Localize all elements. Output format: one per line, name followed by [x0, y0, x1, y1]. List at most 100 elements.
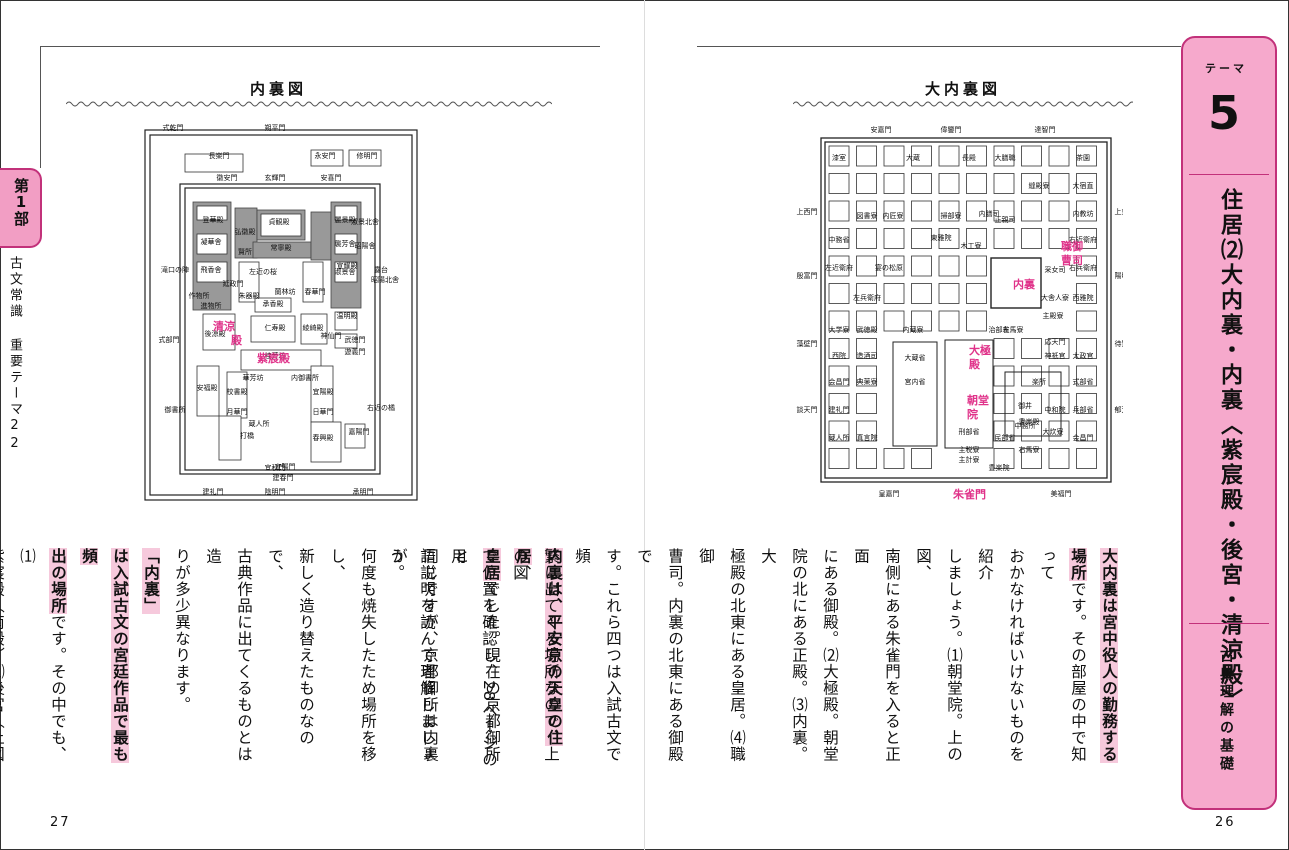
daidairi-block: [1048, 448, 1070, 469]
daidairi-map-label: 図書寮: [857, 211, 878, 220]
right-body-segment: 極殿の北東にある皇居。⑷職御: [697, 548, 746, 763]
right-body-line: 院の北にある正殿。⑶内裏。大: [752, 548, 814, 768]
dairi-map-label: 右近の橘: [367, 403, 395, 412]
label-shishinden: 紫宸殿: [257, 351, 291, 365]
daidairi-block: [856, 145, 877, 167]
daidairi-block: [828, 228, 850, 249]
dairi-map-label: 月華門: [227, 407, 248, 416]
daidairi-block: [911, 200, 932, 222]
dairi-map-label: 建春門: [273, 473, 294, 482]
daidairi-block: [1076, 420, 1097, 442]
right-body-line: 曹司。内裏の北東にある御殿で: [628, 548, 690, 768]
dairi-map-label: 後涼殿: [205, 329, 226, 338]
daidairi-map-label: 藻壁門: [797, 339, 818, 348]
daidairi-block: [883, 145, 905, 167]
dairi-map-label: 承香殿: [263, 299, 284, 308]
left-wavy-line: [66, 101, 552, 107]
dairi-map-label: 安福殿: [197, 383, 218, 392]
daidairi-block: [966, 310, 987, 332]
label-seiryouden: 清涼: [213, 319, 235, 333]
label-choudouin: 朝堂: [967, 393, 989, 407]
daidairi-block: [1076, 228, 1097, 249]
daidairi-map-label: 長殿: [962, 154, 976, 162]
daidairi-block: [993, 338, 1015, 359]
dairi-map-label: 賢所: [238, 247, 252, 256]
daidairi-map-label: 内教坊: [1073, 209, 1094, 218]
dairi-map-label: 昭陽北舎: [371, 275, 399, 284]
dairi-map-label: 修明門: [357, 151, 378, 160]
dairi-map-label: 蘭林坊: [275, 287, 296, 296]
daidairi-map-label: 豊楽院: [989, 463, 1010, 472]
dairi-map-label: 春華門: [305, 287, 326, 296]
daidairi-map-label: 達智門: [1035, 125, 1056, 134]
dairi-map-label: 春興殿: [313, 433, 334, 442]
dairi-map-label: 延政門: [223, 279, 244, 288]
daidairi-block: [856, 365, 877, 387]
right-body-line: で位置を確認し、28ページの用: [442, 548, 504, 768]
dairi-map-label: 進物所: [201, 301, 222, 310]
dairi-map-label: 常寧殿: [271, 243, 292, 252]
left-body-segment: りが多少異なります。: [173, 548, 191, 713]
daidairi-block: [883, 200, 905, 222]
part-tab-label: 第1部: [12, 178, 30, 226]
daidairi-block: [828, 255, 850, 277]
daidairi-map-label: 西雅院: [1073, 293, 1094, 302]
theme-subtitle: 古典理解の基礎: [1218, 648, 1234, 774]
dairi-map-label: 内御書所: [291, 373, 319, 382]
daidairi-map-label: 中和院: [1045, 405, 1066, 414]
right-body-line: す。これら四つは入試古文で頻: [566, 548, 628, 768]
daidairi-map-label: 大炊寮: [1043, 427, 1064, 436]
daidairi-block: [856, 420, 877, 442]
dairi-map-label: 朱器殿: [239, 291, 260, 300]
daidairi-block: [856, 283, 877, 304]
daidairi-block: [883, 228, 905, 249]
daidairi-map-label: 大舎人寮: [1041, 293, 1069, 302]
daidairi-block: [856, 448, 877, 469]
daidairi-map-label: 御井: [1018, 401, 1032, 410]
daidairi-block: [883, 310, 905, 332]
daidairi-map-label: 造酒司: [857, 351, 878, 360]
daidairi-map-label: 内匠寮: [883, 211, 904, 220]
daidairi-map-label: 西院: [832, 351, 846, 360]
left-body-segment: 、: [514, 564, 532, 582]
left-body-text: 内裏は、平安京の天皇の住居、皇居でした。現在の京都御所と同じですが、京都御所は内…: [0, 548, 569, 768]
daidairi-block: [1048, 173, 1070, 194]
daidairi-map-label: 縫殿寮: [1029, 181, 1050, 190]
daidairi-map-label: 左近衛府: [825, 263, 853, 272]
daidairi-block: [993, 200, 1015, 222]
daidairi-block: [1021, 448, 1042, 469]
daidairi-block: [1076, 200, 1097, 222]
right-body-segment: す。これら四つは入試古文で頻: [573, 548, 622, 763]
daidairi-block: [993, 448, 1015, 469]
dairi-map-label: 淑景北舎: [351, 217, 379, 226]
top-rule-right: [697, 46, 1181, 47]
left-body-line: 内裏は、平安京の天皇の住居、: [507, 548, 569, 768]
daidairi-map-label: 神祇官: [1045, 351, 1066, 360]
dairi-map-label: 登華殿: [203, 215, 224, 224]
dairi-map-label: 襲芳舎: [335, 239, 356, 248]
dairi-map-label: 蔵人所: [249, 419, 270, 428]
right-body-line: にある御殿。⑵大極殿。朝堂: [814, 548, 845, 768]
daidairi-map: 安嘉門偉鑒門達智門上西門上東門殷富門陽明門藻壁門待賢門談天門郁芳門皇嘉門美福門漆…: [797, 125, 1124, 501]
daidairi-block: [856, 255, 877, 277]
daidairi-block: [993, 173, 1015, 194]
dairi-map-label: 承明門: [353, 487, 374, 496]
daidairi-map-label: 刑部省: [959, 427, 980, 436]
daidairi-block: [938, 255, 960, 277]
dairi-map-label: 左近の桜: [249, 267, 277, 276]
daidairi-map-label: 中務省: [829, 235, 850, 244]
left-body-line: 皇居でした。現在の京都御所と: [445, 548, 507, 768]
right-body-segment: 繁に出てくる場所なので、上の図: [511, 548, 560, 763]
dairi-map-label: 嘉陽門: [349, 427, 370, 436]
daidairi-block: [883, 283, 905, 304]
daidairi-block: [938, 145, 960, 167]
daidairi-block: [828, 365, 850, 387]
daidairi-map-label: 郁芳門: [1115, 405, 1124, 414]
dairi-map-label: 桂芳坊: [265, 351, 286, 360]
daidairi-block: [1021, 393, 1042, 414]
left-body-segment: 出の場所: [49, 548, 67, 614]
right-body-line: しましょう。⑴朝堂院。上の図、: [907, 548, 969, 768]
daidairi-map-label: 会昌門: [1073, 433, 1094, 442]
dairi-map-label: 武徳門: [345, 335, 366, 344]
right-heading: 大内裏図: [925, 80, 1002, 98]
